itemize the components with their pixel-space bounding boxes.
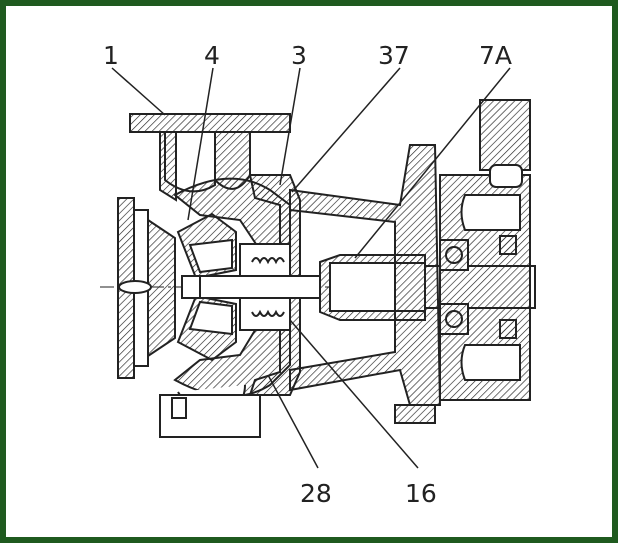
leader-37 — [291, 67, 401, 193]
leader-lines — [111, 67, 511, 469]
leader-28 — [267, 374, 319, 469]
discharge-nozzle — [129, 113, 291, 202]
motor — [439, 99, 531, 401]
leader-3 — [279, 67, 301, 186]
adapter-bracket — [289, 144, 442, 424]
leader-4 — [187, 67, 214, 221]
callout-1: 1 — [103, 41, 119, 70]
leader-7a — [354, 67, 511, 259]
leader-16 — [289, 319, 419, 469]
callout-37: 37 — [378, 41, 410, 70]
impeller — [176, 212, 237, 362]
leader-1 — [111, 67, 166, 116]
callout-16: 16 — [405, 479, 437, 508]
callout-7a: 7A — [479, 41, 512, 70]
callout-4: 4 — [204, 41, 220, 70]
callout-3: 3 — [291, 41, 307, 70]
callout-28: 28 — [300, 479, 332, 508]
suction-flange — [117, 197, 176, 379]
